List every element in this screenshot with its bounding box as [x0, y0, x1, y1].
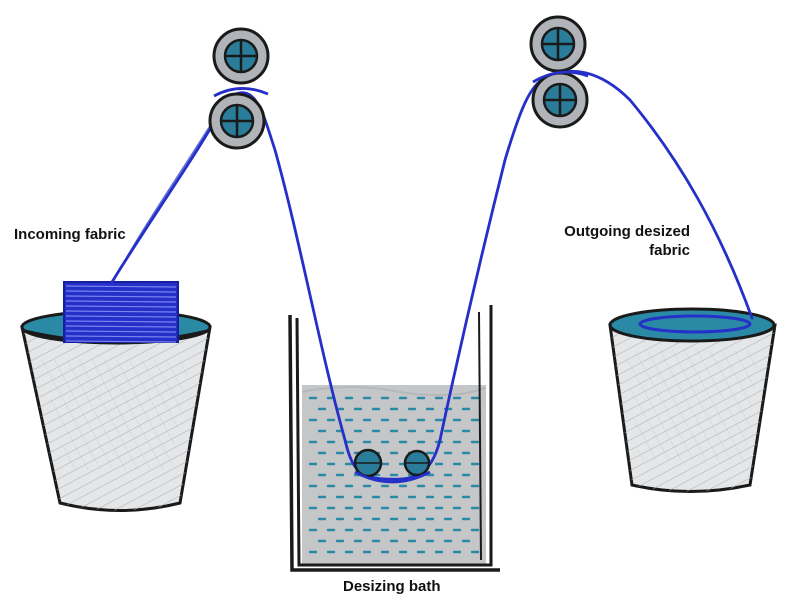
- fabric-wrap-line: [65, 290, 177, 293]
- desized-fabric-coil: [638, 314, 752, 334]
- roller-icon: [403, 449, 431, 477]
- roller-icon: [529, 15, 587, 73]
- roller-icon: [208, 92, 266, 150]
- desizing-bath-label: Desizing bath: [343, 578, 441, 595]
- right-bucket: [608, 307, 777, 493]
- fabric-wrap-line: [65, 300, 177, 303]
- fabric-wrap-line: [65, 320, 177, 323]
- fabric-wrap-line: [65, 340, 177, 343]
- roller-icon: [353, 448, 383, 478]
- outgoing-label-line1: Outgoing desized: [564, 223, 690, 240]
- fabric-roll-icon: [63, 281, 179, 343]
- fabric-wrap-line: [65, 285, 177, 288]
- left-bucket: [20, 309, 212, 512]
- fabric-wrap-line: [65, 305, 177, 308]
- fabric-wrap-line: [65, 325, 177, 328]
- fabric-wrap-line: [65, 315, 177, 318]
- fabric-wrap-line: [65, 295, 177, 298]
- outgoing-label-line2: fabric: [649, 242, 690, 259]
- roller-icon: [212, 27, 270, 85]
- fabric-wrap-line: [65, 335, 177, 338]
- fabric-wrap-line: [65, 330, 177, 333]
- incoming-fabric-label: Incoming fabric: [14, 226, 126, 243]
- outgoing-fabric-label: Outgoing desized fabric: [540, 222, 690, 260]
- roller-icon: [531, 71, 589, 129]
- desizing-bath: [288, 305, 500, 572]
- fabric-wrap-line: [65, 310, 177, 313]
